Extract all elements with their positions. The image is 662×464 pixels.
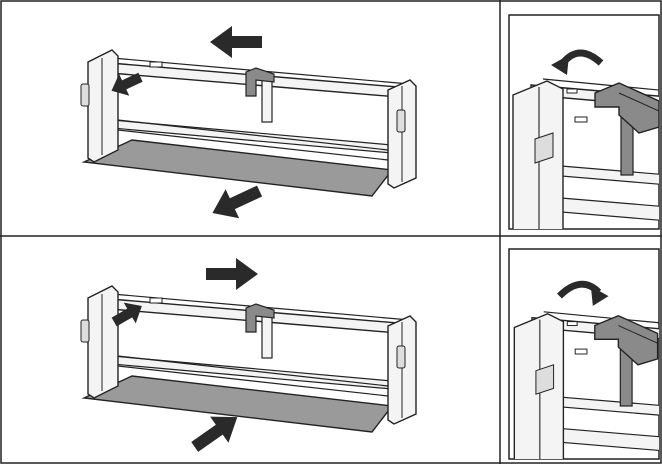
arrow-right-icon <box>206 258 258 290</box>
arrow-curved-counterclockwise-icon <box>551 49 604 75</box>
top-detail-illustration <box>512 49 659 229</box>
bottom-detail-illustration <box>513 280 659 459</box>
arrow-curved-clockwise-icon <box>557 280 609 306</box>
arrow-left-icon <box>210 26 262 58</box>
top-main-illustration <box>80 49 417 197</box>
arrow-down-left-icon <box>205 176 267 228</box>
